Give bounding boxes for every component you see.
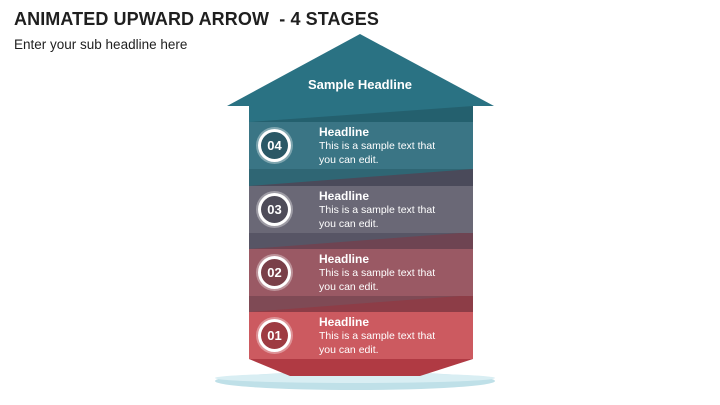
stage-text: Headline This is a sample text that you … xyxy=(319,125,469,167)
stage-number: 04 xyxy=(261,132,288,159)
stage-headline: Headline xyxy=(319,252,370,266)
stage-description-line2: you can edit. xyxy=(319,218,379,230)
stage-description-line1: This is a sample text that xyxy=(319,330,436,342)
stage-number-badge: 02 xyxy=(258,256,291,289)
twist-03-02 xyxy=(249,232,473,249)
stage-description-line2: you can edit. xyxy=(319,344,379,356)
arrow-head xyxy=(227,34,494,106)
stage-description-line1: This is a sample text that xyxy=(319,204,436,216)
stage-headline: Headline xyxy=(319,125,370,139)
stage-text: Headline This is a sample text that you … xyxy=(319,252,469,294)
slide-subtitle: Enter your sub headline here xyxy=(14,37,188,52)
stage-number: 01 xyxy=(261,322,288,349)
stage-text: Headline This is a sample text that you … xyxy=(319,189,469,231)
stage-description-line1: This is a sample text that xyxy=(319,140,436,152)
slide-title: ANIMATED UPWARD ARROW - 4 STAGES xyxy=(14,9,379,29)
stage-description-line1: This is a sample text that xyxy=(319,267,436,279)
base-ellipse-rim xyxy=(215,373,495,383)
stage-description-line2: you can edit. xyxy=(319,281,379,293)
stage-03: 03 Headline This is a sample text that y… xyxy=(249,186,473,233)
stage-number-badge: 01 xyxy=(258,319,291,352)
stage-number: 02 xyxy=(261,259,288,286)
stage-01: 01 Headline This is a sample text that y… xyxy=(249,312,473,359)
twist-04-03 xyxy=(249,169,473,186)
stage-02: 02 Headline This is a sample text that y… xyxy=(249,249,473,296)
twist-top xyxy=(249,106,473,122)
stage-text: Headline This is a sample text that you … xyxy=(319,315,469,357)
connector-bottom xyxy=(249,359,473,376)
twist-02-01 xyxy=(249,295,473,312)
stage-number-badge: 03 xyxy=(258,193,291,226)
stage-number: 03 xyxy=(261,196,288,223)
stage-04: 04 Headline This is a sample text that y… xyxy=(249,122,473,169)
stage-headline: Headline xyxy=(319,189,370,203)
stage-description-line2: you can edit. xyxy=(319,154,379,166)
stage-number-badge: 04 xyxy=(258,129,291,162)
arrow-headline: Sample Headline xyxy=(307,77,413,92)
stage-headline: Headline xyxy=(319,315,370,329)
